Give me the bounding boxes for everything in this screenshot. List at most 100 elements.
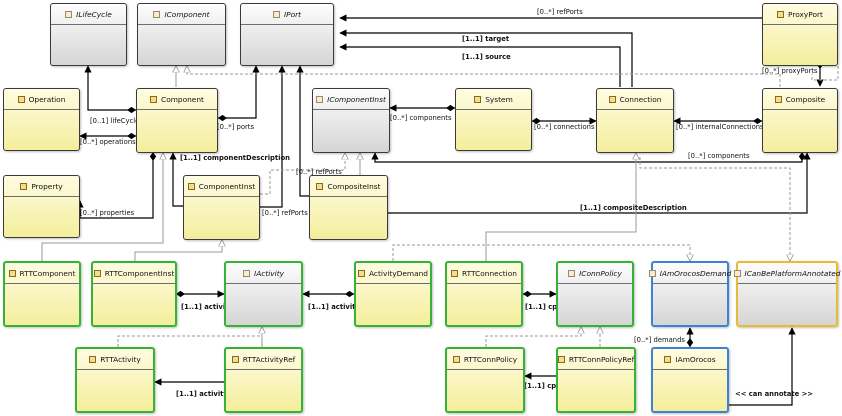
composite-description-assoc [388,152,811,214]
label-demands: [0..*] demands [634,336,685,344]
label-composite-description: [1..1] compositeDescription [580,204,687,212]
class-icon [187,182,195,190]
class-icon [150,95,158,103]
label-can-annotate: << can annotate >> [735,390,813,398]
class-rttconnpolicy[interactable]: RTTConnPolicy [445,347,525,413]
class-name: IAmOrocos [675,354,716,364]
interface-icon [243,269,251,277]
ports-assoc [218,65,260,122]
class-proxyport[interactable]: ProxyPort [762,3,838,66]
class-name: IConnPolicy [579,268,622,278]
class-icon [664,355,672,363]
component-description-assoc [169,152,183,207]
rttcomponentinst-gen [134,240,222,261]
interface-icon [316,95,324,103]
class-icon [8,269,16,277]
class-icon [452,355,460,363]
class-name: ComponentInst [198,181,256,191]
class-name: ILifeCycle [76,9,112,19]
class-icon [89,355,97,363]
interface-icon [65,10,73,18]
class-icon [231,355,239,363]
interface-icon [733,269,741,277]
can-annotate-assoc [729,327,796,406]
class-name: ICanBePlatformAnnotated [744,268,841,278]
class-icon [608,95,616,103]
class-name: IComponent [164,9,210,19]
label-lifecycle: [0..1] lifeCycle [90,117,139,125]
label-refports-top: [0..*] refPorts [537,8,583,16]
class-system[interactable]: System [455,88,532,151]
class-icon [774,95,782,103]
class-connection[interactable]: Connection [596,88,674,153]
class-name: RTTComponent [19,268,76,278]
class-operation[interactable]: Operation [3,88,80,151]
class-icon [316,182,324,190]
label-internal-connections: [0..*] internalConnections [676,123,764,131]
class-rttconnection[interactable]: RTTConnection [445,261,523,327]
class-icomponentinst[interactable]: IComponentInst [312,88,390,153]
class-iamorocosdemand[interactable]: IAmOrocosDemand [648,261,731,327]
class-name: RTTConnPolicy [463,354,518,364]
label-component-description: [1..1] componentDescription [180,154,290,162]
properties-assoc [76,152,157,219]
class-iport[interactable]: IPort [240,3,334,66]
target-assoc [339,29,633,87]
rttactivity-gen [117,327,262,347]
class-name: ProxyPort [788,9,823,19]
class-componentinst[interactable]: ComponentInst [183,175,260,240]
class-rttcomponentinst[interactable]: RTTComponentInst [91,261,177,327]
components-comp-assoc [371,152,806,163]
class-rttconnpolicyref[interactable]: RTTConnPolicyRef [556,347,636,413]
class-icon [557,355,565,363]
rttcomponent-gen [41,153,163,261]
class-name: IComponentInst [327,94,386,104]
proxyport-gen [811,66,839,81]
class-iactivity[interactable]: IActivity [224,261,303,327]
class-rttcomponent[interactable]: RTTComponent [3,261,81,327]
class-icanbeplatformannotated[interactable]: ICanBePlatformAnnotated [733,261,841,327]
label-proxyports: [0..*] proxyPorts [762,67,818,75]
interface-icon [272,10,280,18]
class-ilifecycle[interactable]: ILifeCycle [50,3,127,66]
class-name: RTTConnPolicyRef [568,354,635,364]
composite-gen [187,66,781,87]
class-icon [358,269,365,277]
label-source: [1..1] source [462,53,511,61]
class-iamorocos[interactable]: IAmOrocos [651,347,729,413]
rttconnection-gen [485,153,636,261]
class-icon [777,10,785,18]
class-activitydemand[interactable]: ActivityDemand [354,261,432,327]
class-composite[interactable]: Composite [762,88,838,153]
class-name: System [485,94,513,104]
label-properties: [0..*] properties [80,209,135,217]
refports-ci2-assoc [296,65,309,197]
label-cp1: [1..1] cp [525,303,557,311]
class-icon [17,95,25,103]
class-name: RTTActivity [100,354,141,364]
label-refports-ci2: [0..*] refPorts [262,209,308,217]
class-rttactivityref[interactable]: RTTActivityRef [224,347,303,413]
rttconnpolicy-gen [485,327,581,347]
class-compositeinst[interactable]: CompositeInst [309,175,388,240]
class-iconnpolicy[interactable]: IConnPolicy [556,261,634,327]
label-ports: [0..*] ports [217,123,254,131]
refports-ci-assoc [260,65,286,208]
interface-icon [153,10,161,18]
componentinst-gen [260,153,345,195]
class-name: CompositeInst [327,181,381,191]
label-components-comp: [0..*] components [688,152,750,160]
class-component[interactable]: Component [136,88,218,153]
label-connections: [0..*] connections [534,123,595,131]
class-icomponent[interactable]: IComponent [137,3,226,66]
class-icon [451,269,459,277]
class-name: Operation [28,94,66,104]
class-property[interactable]: Property [3,175,80,238]
class-rttactivity[interactable]: RTTActivity [75,347,155,413]
class-name: Connection [619,94,662,104]
class-name: ActivityDemand [369,268,428,278]
class-name: Composite [785,94,826,104]
interface-icon [648,269,656,277]
label-cp2: [1..1] cp [524,382,556,390]
label-activity3: [1..1] activity [176,390,228,398]
